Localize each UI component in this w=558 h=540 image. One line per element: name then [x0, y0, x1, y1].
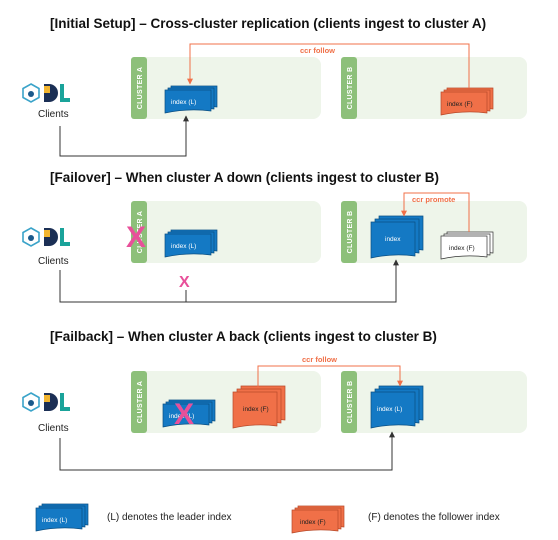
elastic-clients-logo-icon — [22, 83, 70, 103]
clients-label: Clients — [38, 256, 69, 267]
cluster-b-panel — [341, 201, 527, 263]
former-follower-index-icon: index (F) — [440, 231, 494, 260]
legend-leader-icon-label: index (L) — [42, 517, 67, 524]
cluster-b: CLUSTER B index (F) — [341, 57, 527, 119]
cluster-a-tab-label: CLUSTER A — [137, 67, 144, 110]
cluster-b-panel — [341, 371, 527, 433]
ingest-arrow — [59, 259, 399, 303]
cluster-a: CLUSTER A index (L) X — [126, 201, 321, 263]
section-failback: [Failback] – When cluster A back (client… — [22, 329, 527, 471]
follower-index-icon: index (F) — [440, 87, 494, 116]
cluster-down-x-mark-icon: X — [126, 221, 146, 254]
ingest-arrow — [59, 115, 189, 157]
ccr-follow-link: ccr follow — [187, 43, 470, 88]
legend-follower-text: (F) denotes the follower index — [368, 512, 500, 523]
legend: index (L) (L) denotes the leader index i… — [35, 503, 500, 534]
follower-index-icon: index (F) — [232, 385, 286, 429]
leader-index-icon: index (L) — [162, 399, 216, 428]
clients-group: Clients — [22, 83, 70, 120]
cluster-b-tab — [341, 371, 357, 433]
cluster-a: CLUSTER A index (L) X index (F) — [131, 371, 321, 433]
stale-leader-x-mark-icon: X — [174, 398, 194, 431]
index-label: index (L) — [171, 243, 196, 250]
link-label: ccr follow — [302, 355, 337, 364]
cluster-a-tab — [131, 201, 147, 263]
clients-label: Clients — [38, 109, 69, 120]
index-label: index — [385, 236, 401, 243]
index-label: index (L) — [171, 99, 196, 106]
cluster-a-tab-label: CLUSTER A — [137, 211, 144, 254]
cluster-a-panel — [131, 57, 321, 119]
section-title: [Failover] – When cluster A down (client… — [50, 170, 439, 185]
clients-group: Clients — [22, 392, 70, 434]
elastic-clients-logo-icon — [22, 392, 70, 412]
leader-index-icon: index (L) — [164, 85, 218, 114]
cluster-b-panel — [341, 57, 527, 119]
ccr-follow-link: ccr follow — [257, 355, 403, 388]
blocked-link-x-mark-icon: X — [179, 274, 190, 291]
cluster-b-tab — [341, 57, 357, 119]
index-label: index (F) — [447, 101, 473, 108]
cluster-a-tab — [131, 371, 147, 433]
legend-follower-icon-label: index (F) — [300, 519, 326, 526]
cluster-a-panel — [131, 201, 321, 263]
section-failover: [Failover] – When cluster A down (client… — [22, 170, 527, 303]
cluster-b-tab-label: CLUSTER B — [347, 67, 354, 110]
cluster-b: CLUSTER B index (L) — [341, 371, 527, 433]
clients-label: Clients — [38, 423, 69, 434]
index-label: index (L) — [377, 406, 402, 413]
link-label: ccr promote — [412, 195, 455, 204]
leader-index-icon: index (L) — [164, 229, 218, 258]
link-label: ccr follow — [300, 46, 335, 55]
ingest-arrow — [59, 431, 395, 471]
cluster-a: CLUSTER A index (L) — [131, 57, 321, 119]
section-title: [Failback] – When cluster A back (client… — [50, 329, 437, 344]
ccr-promote-link: ccr promote — [401, 192, 470, 232]
legend-follower-index-icon: index (F) — [291, 505, 345, 534]
cluster-a-tab-label: CLUSTER A — [137, 381, 144, 424]
cluster-a-panel — [131, 371, 321, 433]
cluster-b-tab-label: CLUSTER B — [347, 381, 354, 424]
cluster-a-tab — [131, 57, 147, 119]
elastic-clients-logo-icon — [22, 227, 70, 247]
cluster-b-tab-label: CLUSTER B — [347, 211, 354, 254]
cluster-b-tab — [341, 201, 357, 263]
section-initial-setup: [Initial Setup] – Cross-cluster replicat… — [22, 16, 527, 157]
leader-index-icon: index (L) — [370, 385, 424, 429]
index-label: index (F) — [449, 245, 475, 252]
clients-group: Clients — [22, 227, 70, 267]
section-title: [Initial Setup] – Cross-cluster replicat… — [50, 16, 486, 31]
index-label: index (F) — [243, 406, 269, 413]
index-label: index (L) — [169, 413, 194, 420]
legend-leader-text: (L) denotes the leader index — [107, 512, 232, 523]
promoted-index-icon: index — [370, 215, 424, 259]
cluster-b: CLUSTER B index index (F) — [341, 201, 527, 263]
legend-leader-index-icon: index (L) — [35, 503, 89, 532]
